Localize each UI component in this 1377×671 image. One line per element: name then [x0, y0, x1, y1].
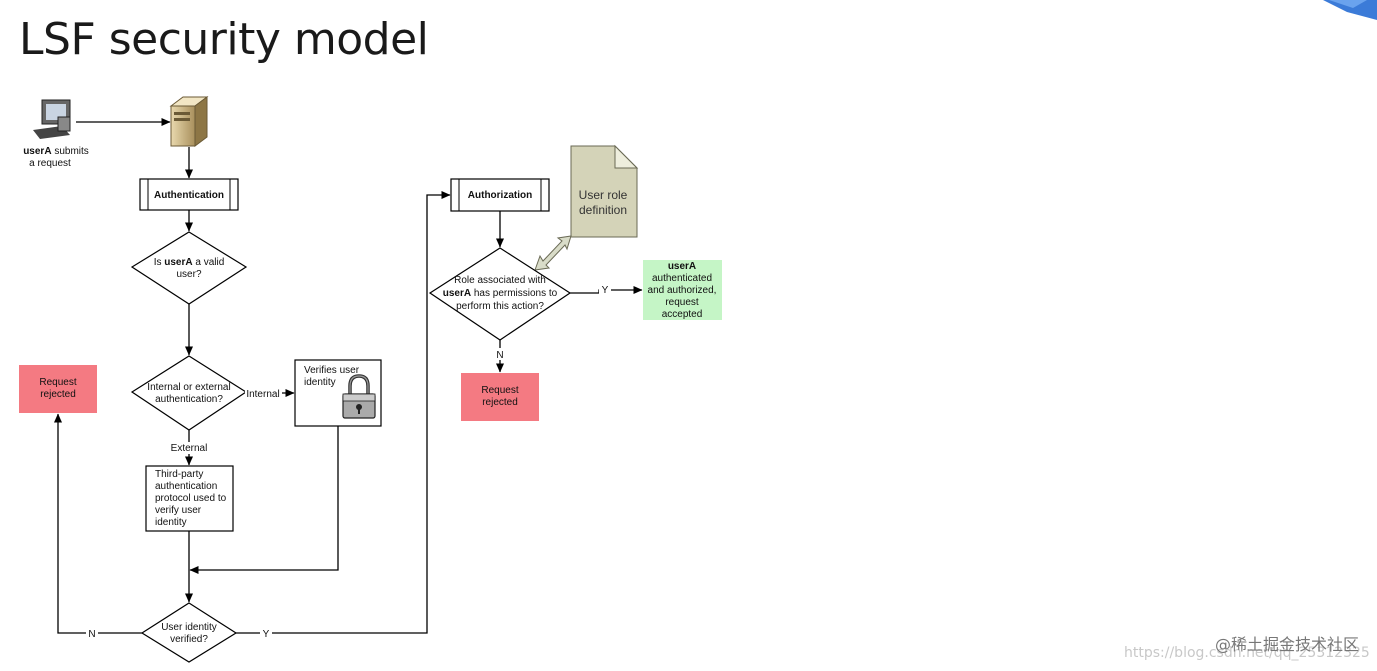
- authorization-label: Authorization: [468, 190, 532, 201]
- yes-label-right: Y: [602, 285, 609, 296]
- svg-text:Internal or external: Internal or external: [147, 382, 230, 393]
- document-link-arrow: [534, 235, 572, 271]
- svg-text:identity: identity: [155, 517, 187, 528]
- request-accepted-box: userA authenticated and authorized, requ…: [643, 260, 722, 320]
- request-rejected-right: Request rejected: [461, 373, 539, 421]
- svg-text:and authorized,: and authorized,: [648, 285, 717, 296]
- authentication-label: Authentication: [154, 190, 224, 201]
- no-label-right: N: [496, 350, 503, 361]
- svg-text:authenticated: authenticated: [652, 273, 712, 284]
- svg-text:Third-party: Third-party: [155, 469, 203, 480]
- svg-text:verified?: verified?: [170, 634, 208, 645]
- authentication-process-box: Authentication: [139, 178, 239, 211]
- internal-branch-label: Internal: [246, 389, 279, 400]
- svg-text:identity: identity: [304, 377, 336, 388]
- svg-text:rejected: rejected: [40, 389, 76, 400]
- padlock-icon: [342, 374, 376, 419]
- identity-verified-decision: User identity verified?: [140, 602, 238, 663]
- third-party-auth-box: Third-party authentication protocol used…: [145, 465, 234, 532]
- authorization-process-box: Authorization: [450, 178, 550, 212]
- logo-corner: [1323, 0, 1377, 20]
- svg-text:Role associated with: Role associated with: [454, 275, 546, 286]
- request-rejected-left: Request rejected: [19, 365, 97, 413]
- svg-text:userA: userA: [668, 261, 696, 272]
- server-icon: [169, 96, 209, 147]
- svg-text:perform this action?: perform this action?: [456, 301, 544, 312]
- svg-text:Verifies user: Verifies user: [304, 365, 360, 376]
- no-label-left: N: [88, 629, 95, 640]
- svg-text:Request: Request: [39, 377, 76, 388]
- watermark-url: https://blog.csdn.net/qq_25312325: [1124, 645, 1370, 661]
- svg-text:authentication: authentication: [155, 481, 217, 492]
- svg-text:Request: Request: [481, 385, 518, 396]
- svg-text:User role: User role: [579, 188, 628, 202]
- yes-label-bottom: Y: [263, 629, 270, 640]
- computer-user-icon: [33, 99, 71, 139]
- svg-text:user?: user?: [176, 269, 201, 280]
- watermark-text: @稀土掘金技术社区: [1214, 635, 1359, 654]
- svg-text:protocol used to: protocol used to: [155, 493, 227, 504]
- client-caption: a request: [29, 158, 71, 169]
- svg-text:verify user: verify user: [155, 505, 202, 516]
- svg-text:Is userA a valid: Is userA a valid: [154, 257, 225, 268]
- role-permission-decision: Role associated with userA has permissio…: [428, 247, 572, 341]
- svg-text:accepted: accepted: [662, 309, 703, 320]
- svg-text:request: request: [665, 297, 699, 308]
- user-role-document: User role definition: [570, 144, 639, 238]
- svg-text:userA has permissions to: userA has permissions to: [443, 288, 558, 299]
- svg-text:rejected: rejected: [482, 397, 518, 408]
- svg-text:userA submits: userA submits: [23, 146, 89, 157]
- valid-user-decision: Is userA a valid user?: [130, 231, 248, 305]
- svg-text:authentication?: authentication?: [155, 394, 223, 405]
- internal-external-decision: Internal or external authentication?: [130, 355, 248, 431]
- client-user-label: userA: [23, 146, 51, 157]
- external-branch-label: External: [171, 443, 208, 454]
- page-title: LSF security model: [19, 14, 429, 65]
- svg-text:definition: definition: [579, 203, 627, 217]
- svg-text:User identity: User identity: [161, 622, 217, 633]
